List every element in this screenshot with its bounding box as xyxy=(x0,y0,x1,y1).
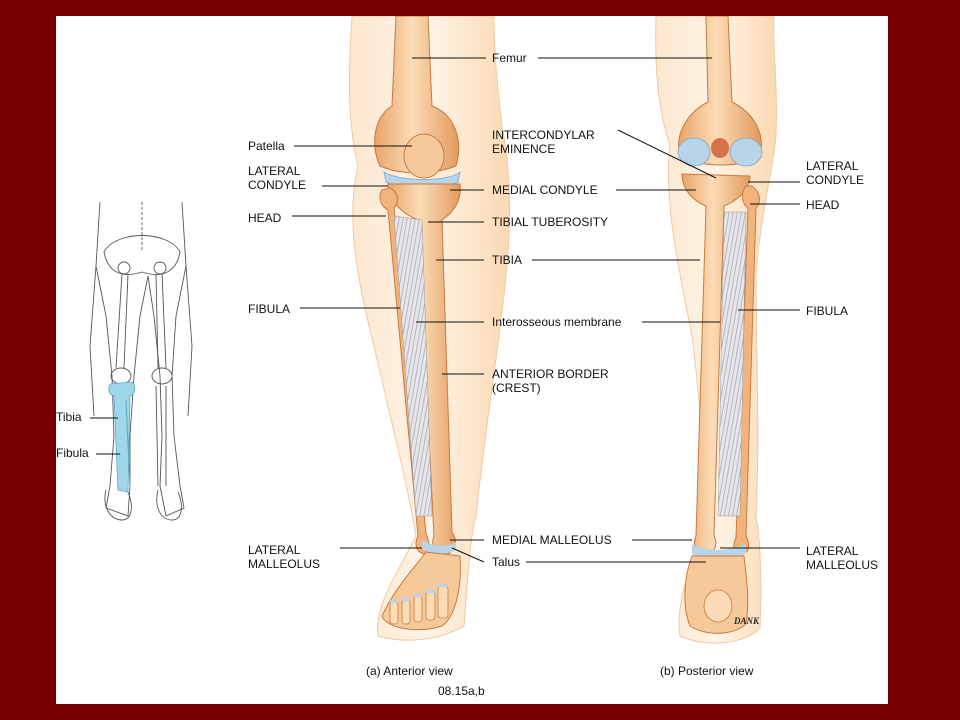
label-patella: Patella xyxy=(248,139,285,153)
inset-highlighted-leg xyxy=(108,381,136,493)
label-intercondylar-eminence: INTERCONDYLAR EMINENCE xyxy=(492,128,595,156)
label-head-posterior: HEAD xyxy=(806,198,840,212)
inset-fibula-label: Fibula xyxy=(56,446,89,460)
caption-posterior-view: (b) Posterior view xyxy=(660,664,754,678)
label-lateral-condyle-posterior: LATERAL CONDYLE xyxy=(806,159,865,187)
label-interosseous-membrane: Interosseous membrane xyxy=(492,315,622,329)
inset-skeleton xyxy=(89,201,193,521)
slide-panel: Tibia Fibula Patella LATERAL CONDYLE HEA… xyxy=(56,16,888,704)
label-tibial-tuberosity: TIBIAL TUBEROSITY xyxy=(492,215,609,229)
label-lateral-malleolus-posterior: LATERAL MALLEOLUS xyxy=(806,544,879,572)
label-anterior-border: ANTERIOR BORDER (CREST) xyxy=(492,367,609,395)
leader-lines xyxy=(292,57,800,563)
label-lateral-malleolus-anterior: LATERAL MALLEOLUS xyxy=(248,543,321,571)
label-lateral-condyle-anterior: LATERAL CONDYLE xyxy=(248,164,307,192)
label-fibula-anterior: FIBULA xyxy=(248,302,291,316)
label-head-anterior: HEAD xyxy=(248,211,282,225)
label-medial-malleolus: MEDIAL MALLEOLUS xyxy=(492,533,612,547)
label-fibula-posterior: FIBULA xyxy=(806,304,849,318)
figure-number: 08.15a,b xyxy=(438,684,485,698)
label-talus: Talus xyxy=(492,555,521,569)
label-medial-condyle: MEDIAL CONDYLE xyxy=(492,183,598,197)
label-tibia: TIBIA xyxy=(492,253,523,267)
posterior-leg xyxy=(655,16,777,644)
artist-signature: DANK xyxy=(734,616,760,626)
anterior-leg xyxy=(349,16,510,641)
caption-anterior-view: (a) Anterior view xyxy=(366,664,453,678)
leg-bones-illustration xyxy=(89,16,800,644)
label-femur: Femur xyxy=(492,51,527,65)
inset-tibia-label: Tibia xyxy=(56,410,82,424)
